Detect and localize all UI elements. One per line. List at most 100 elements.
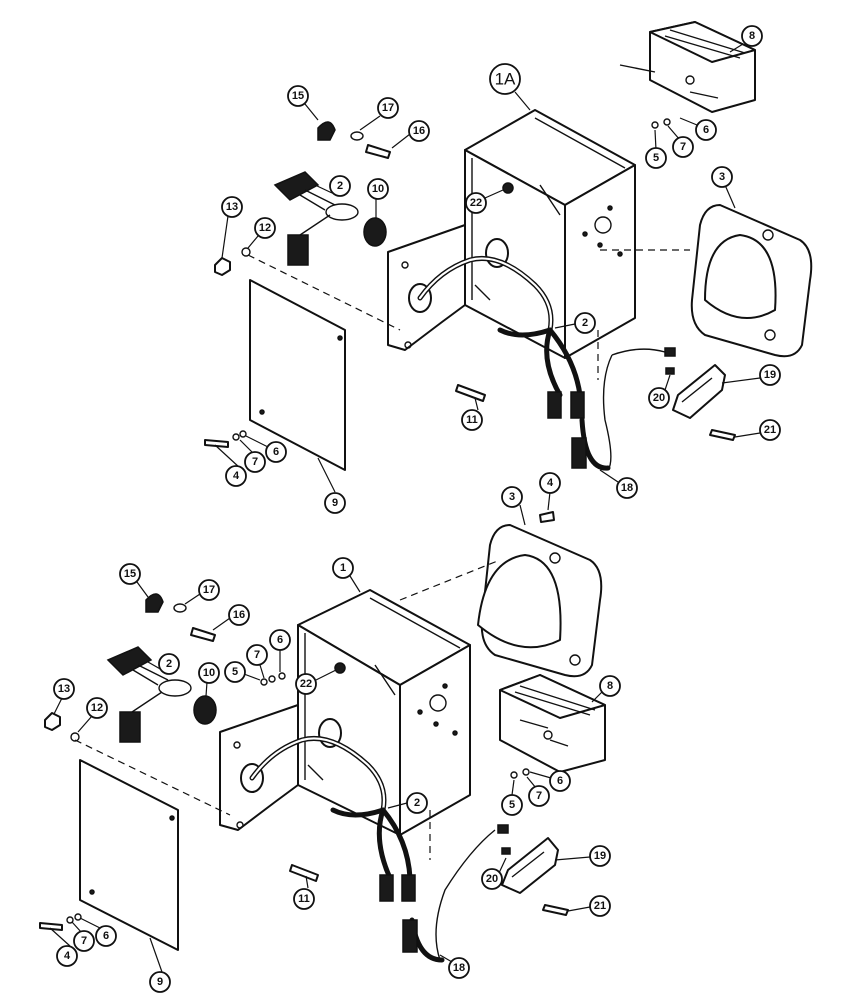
callout-label: 20 xyxy=(653,392,665,404)
callout-22-top: 22 xyxy=(465,189,504,214)
callout-label: 22 xyxy=(470,197,482,209)
license-lamp-bottom xyxy=(501,837,559,894)
callout-3-top: 3 xyxy=(711,166,736,209)
callout-label: 6 xyxy=(703,124,709,136)
callout-label: 21 xyxy=(594,900,606,912)
callout-label: 7 xyxy=(252,456,258,468)
callout-label: 15 xyxy=(292,90,304,102)
callout-label: 4 xyxy=(547,477,554,489)
callout-label: 17 xyxy=(203,584,215,596)
callout-12-bottom: 12 xyxy=(77,697,108,733)
callout-6-bottom-c: 6 xyxy=(79,917,117,947)
callout-7-bottom-c: 7 xyxy=(71,921,95,952)
callout-20-bottom: 20 xyxy=(481,857,507,890)
callout-label: 13 xyxy=(226,201,238,213)
callout-label: 10 xyxy=(203,667,215,679)
callout-8-bottom: 8 xyxy=(591,675,621,703)
callout-21-bottom: 21 xyxy=(567,895,611,917)
callout-label: 2 xyxy=(582,317,588,329)
callout-5-bottom: 5 xyxy=(224,661,261,683)
callout-label: 12 xyxy=(259,222,271,234)
callout-label: 18 xyxy=(453,962,465,974)
callout-label: 7 xyxy=(254,649,260,661)
callout-22-bottom: 22 xyxy=(295,669,337,695)
callout-16-bottom: 16 xyxy=(212,604,250,631)
callout-label: 3 xyxy=(719,171,725,183)
callout-6-top: 6 xyxy=(679,117,717,141)
callout-label: 7 xyxy=(536,790,542,802)
grommet-top xyxy=(363,217,387,247)
callout-13-top: 13 xyxy=(221,196,243,259)
callout-20-top: 20 xyxy=(648,374,671,409)
lens-cover-top xyxy=(690,204,813,358)
top-assembly xyxy=(204,21,813,471)
callout-6-bottom-b: 6 xyxy=(529,770,571,792)
callout-18-top: 18 xyxy=(599,469,638,499)
callout-label: 18 xyxy=(621,482,633,494)
assembly-line-bottom-c xyxy=(399,559,501,601)
license-lamp-top xyxy=(672,364,726,419)
callout-15-bottom: 15 xyxy=(119,563,149,598)
callout-label: 6 xyxy=(103,930,109,942)
callout-19-bottom: 19 xyxy=(554,845,611,867)
callout-label: 7 xyxy=(81,935,87,947)
callout-12-top: 12 xyxy=(247,217,276,249)
callout-label: 7 xyxy=(680,141,686,153)
callout-18-bottom: 18 xyxy=(439,954,470,979)
callout-7-bottom-b: 7 xyxy=(526,776,550,807)
callout-label: 8 xyxy=(607,680,613,692)
callout-label: 8 xyxy=(749,30,755,42)
callout-3-bottom: 3 xyxy=(501,486,526,526)
callout-7-top-b: 7 xyxy=(239,439,266,473)
callout-17-bottom: 17 xyxy=(184,579,220,605)
callout-label: 5 xyxy=(509,799,515,811)
callout-label: 19 xyxy=(594,850,606,862)
callout-21-top: 21 xyxy=(734,419,781,441)
callout-label: 1 xyxy=(340,562,346,574)
callout-label: 3 xyxy=(509,491,515,503)
callout-label: 5 xyxy=(653,152,659,164)
callout-13-bottom: 13 xyxy=(53,678,75,715)
callout-4-bottom: 4 xyxy=(539,472,561,511)
assembly-line-top-a xyxy=(247,254,401,331)
callout-label: 4 xyxy=(233,470,240,482)
callout-label: 11 xyxy=(466,414,478,426)
callout-6-bottom: 6 xyxy=(269,629,291,672)
callout-9-top: 9 xyxy=(317,457,346,514)
callout-label: 17 xyxy=(382,102,394,114)
callout-2-top-a: 2 xyxy=(314,175,351,197)
callout-label: 19 xyxy=(764,369,776,381)
callout-10-bottom: 10 xyxy=(198,662,220,697)
callout-label: 2 xyxy=(337,180,343,192)
callout-6-top-b: 6 xyxy=(245,435,287,463)
callout-label: 6 xyxy=(273,446,279,458)
callouts: 1A 8 15 17 16 5 7 6 22 3 2 10 13 12 2 19… xyxy=(49,25,781,993)
callout-2-top-b: 2 xyxy=(554,312,596,334)
callout-label: 12 xyxy=(91,702,103,714)
callout-label: 5 xyxy=(232,666,238,678)
callout-1a: 1A xyxy=(489,63,531,111)
callout-10-top: 10 xyxy=(367,178,389,218)
assembly-line-bottom-a xyxy=(74,739,231,816)
lamp-housing-1a xyxy=(464,109,636,359)
callout-label: 6 xyxy=(277,634,283,646)
callout-label: 2 xyxy=(166,658,172,670)
callout-4-bottom-b: 4 xyxy=(49,927,78,967)
wiring-harness-bottom xyxy=(249,735,511,963)
bottom-assembly xyxy=(39,511,606,963)
grommet-bottom xyxy=(193,695,217,725)
callout-19-top: 19 xyxy=(721,364,781,386)
lens-cover-bottom xyxy=(477,524,603,678)
callout-label: 13 xyxy=(58,683,70,695)
callout-4-top: 4 xyxy=(214,444,247,487)
callout-5-top: 5 xyxy=(645,129,667,169)
callout-2-bottom-b: 2 xyxy=(387,792,428,814)
callout-label: 20 xyxy=(486,873,498,885)
cover-plate-top xyxy=(249,279,346,471)
callout-15: 15 xyxy=(287,85,319,121)
callout-label: 9 xyxy=(157,976,163,988)
lamp-top xyxy=(619,21,756,113)
callout-label: 21 xyxy=(764,424,776,436)
callout-label: 4 xyxy=(64,950,71,962)
